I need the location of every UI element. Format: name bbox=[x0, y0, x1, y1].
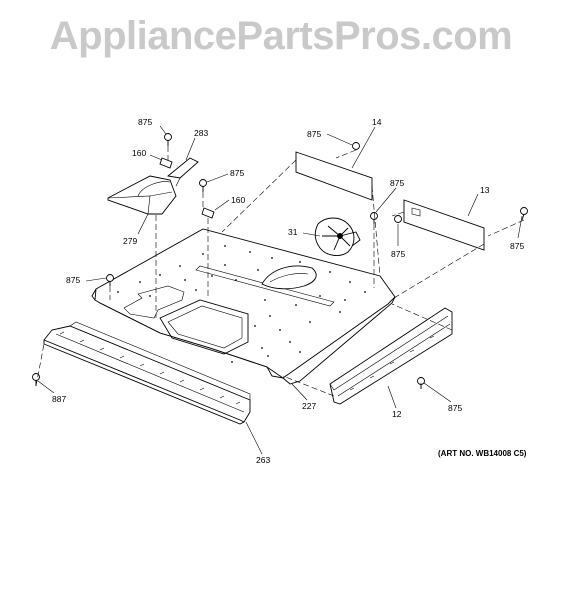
callout-875: 875 bbox=[307, 129, 322, 139]
leader-lines bbox=[37, 125, 523, 455]
callout-14: 14 bbox=[372, 117, 382, 127]
clips-160 bbox=[159, 157, 215, 219]
screws bbox=[32, 133, 528, 389]
oven-floor-panel-227 bbox=[91, 228, 396, 385]
art-number: (ART NO. WB14008 C5) bbox=[438, 449, 527, 458]
callout-875: 875 bbox=[510, 241, 525, 251]
callout-263: 263 bbox=[256, 455, 271, 465]
callout-875: 875 bbox=[138, 117, 153, 127]
assembly-lines bbox=[35, 146, 525, 397]
callout-160: 160 bbox=[231, 195, 246, 205]
callout-31: 31 bbox=[288, 227, 298, 237]
cover-panel-14 bbox=[295, 151, 373, 201]
convection-fan-31 bbox=[314, 217, 361, 256]
callout-279: 279 bbox=[123, 236, 138, 246]
callout-12: 12 bbox=[392, 409, 402, 419]
bracket-283 bbox=[166, 157, 199, 187]
callout-160: 160 bbox=[132, 148, 147, 158]
rear-bracket-12 bbox=[329, 307, 453, 405]
duct-279 bbox=[107, 175, 177, 215]
callout-875: 875 bbox=[391, 249, 406, 259]
callout-13: 13 bbox=[480, 185, 490, 195]
callout-875: 875 bbox=[230, 168, 245, 178]
callout-227: 227 bbox=[302, 401, 317, 411]
watermark-logo: AppliancePartsPros.com bbox=[49, 14, 513, 58]
front-trim-263 bbox=[43, 321, 251, 425]
cover-panel-13 bbox=[403, 199, 485, 251]
callout-887: 887 bbox=[52, 394, 67, 404]
callout-875: 875 bbox=[448, 403, 463, 413]
callout-875: 875 bbox=[390, 178, 405, 188]
callout-875: 875 bbox=[66, 275, 81, 285]
callout-283: 283 bbox=[194, 128, 209, 138]
